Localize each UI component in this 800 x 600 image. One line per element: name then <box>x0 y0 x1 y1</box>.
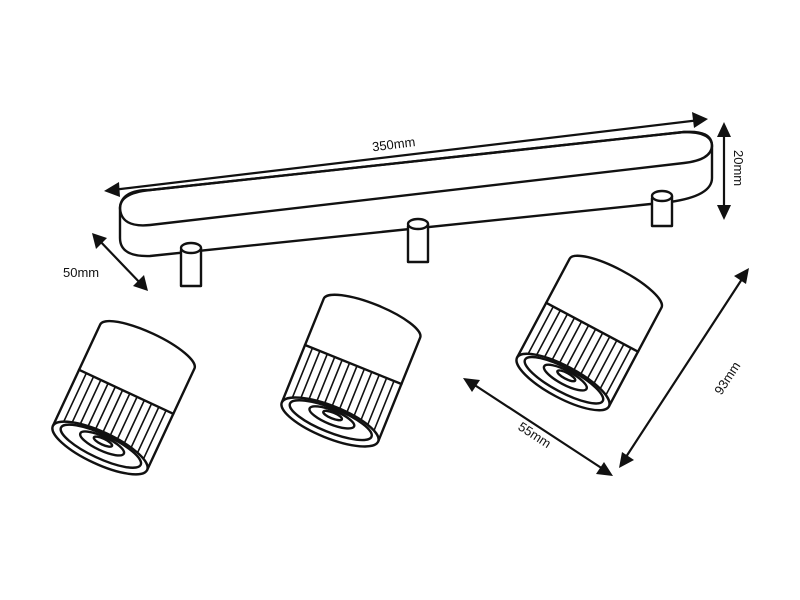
base-plate-top-face <box>118 130 714 227</box>
dimension-spot-diameter-label: 50mm <box>63 265 99 280</box>
right-spotlight-head <box>510 246 668 420</box>
base-plate <box>118 130 714 258</box>
dimension-base-height: 20mm <box>717 122 746 220</box>
dimension-length: 350mm <box>104 112 708 197</box>
middle-spotlight-head <box>276 286 426 457</box>
middle-spotlight <box>276 217 430 457</box>
dimension-spot-diameter: 50mm <box>63 233 148 291</box>
right-spotlight <box>510 189 674 421</box>
left-spotlight-head <box>46 312 200 485</box>
left-spotlight <box>46 241 203 485</box>
dimension-length-label: 350mm <box>371 134 416 154</box>
dimension-spot-length-label: 93mm <box>711 359 743 397</box>
dimension-base-height-label: 20mm <box>731 150 746 186</box>
